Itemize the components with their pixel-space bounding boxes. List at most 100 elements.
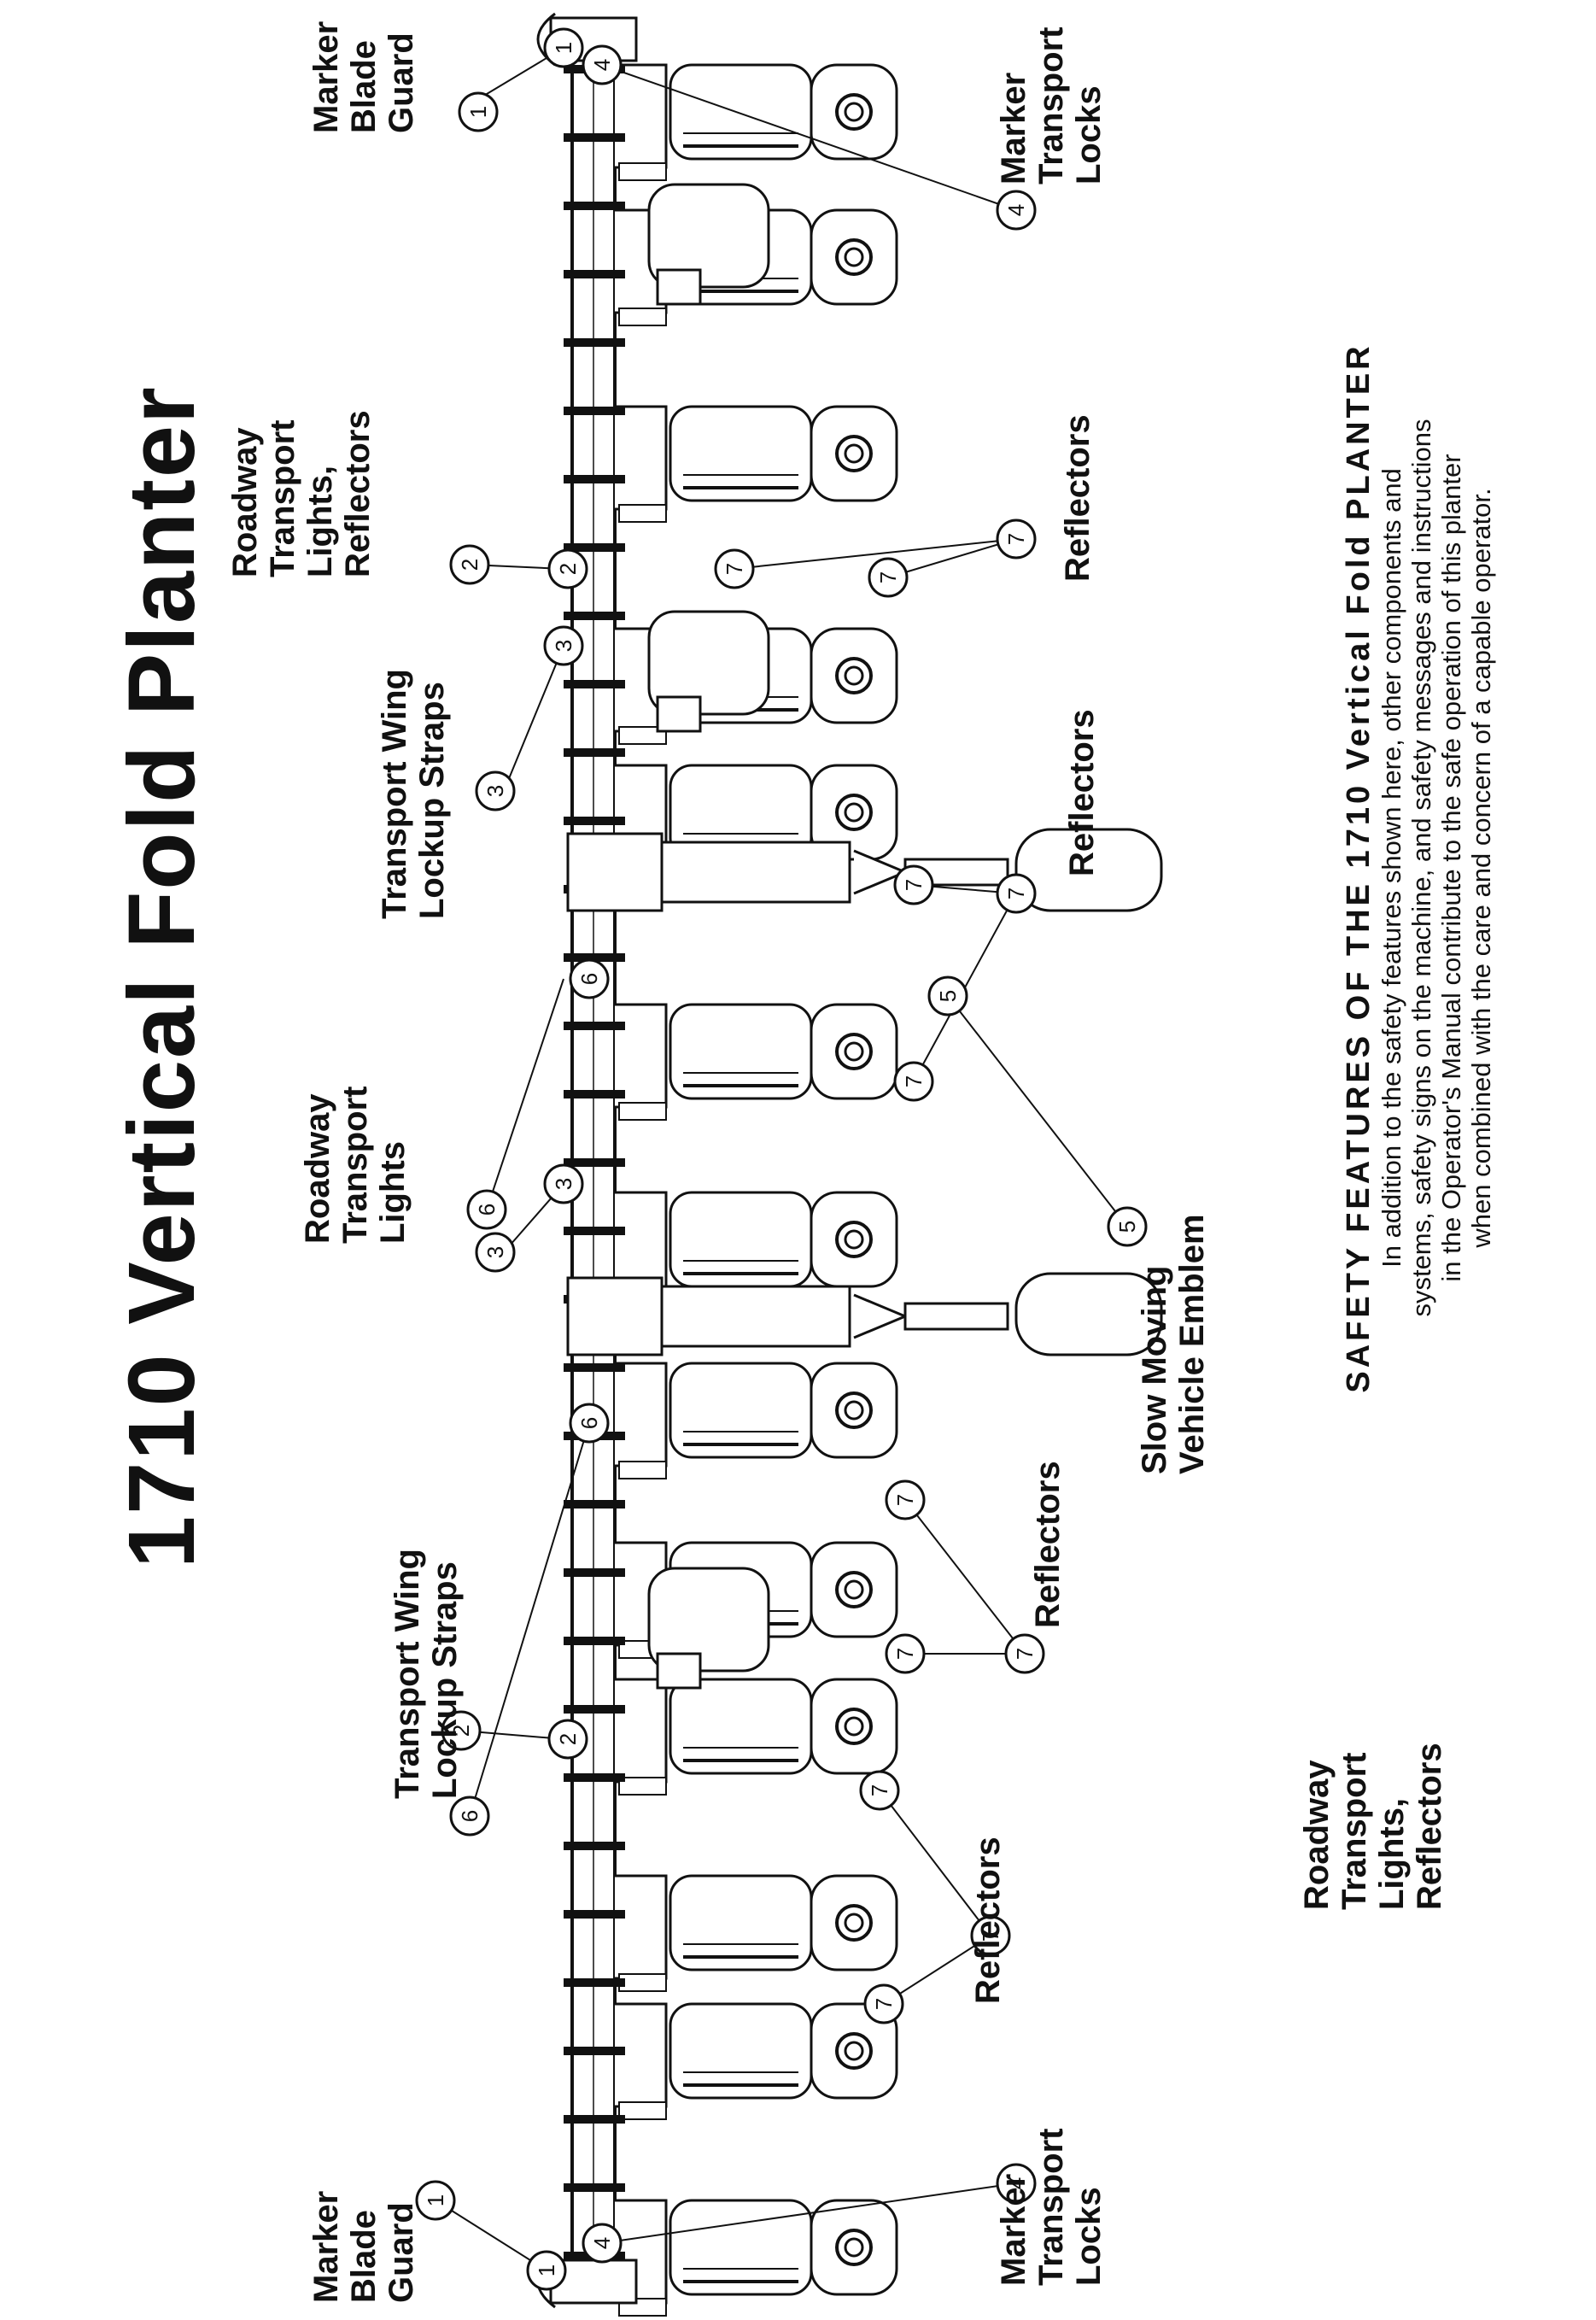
callout-leader	[904, 1499, 1026, 1655]
callout-circle	[458, 91, 499, 132]
beam-clamp	[564, 1363, 625, 1372]
beam-clamp	[564, 2047, 625, 2055]
callout-number: 7	[1012, 1648, 1038, 1660]
callout-number: 4	[1003, 204, 1029, 216]
beam-clamp	[564, 270, 625, 278]
row-unit-clamp	[618, 726, 667, 745]
insecticide-box-meter	[656, 1652, 702, 1690]
beam-clamp	[564, 543, 625, 552]
label-line: Lockup Straps	[426, 1561, 464, 1799]
hopper-lid-knob-inner	[844, 247, 864, 267]
beam-clamp	[564, 475, 625, 483]
callout-number: 6	[576, 973, 602, 985]
hopper-lid-knob-inner	[844, 443, 864, 464]
beam-clamp	[564, 338, 625, 347]
callout-number: 6	[576, 1417, 602, 1429]
beam-clamp	[564, 1500, 625, 1509]
center-arm	[660, 1285, 851, 1348]
callout-leader	[601, 2182, 1017, 2244]
label-reflectors-a: Reflectors	[1059, 414, 1096, 582]
callout-circle	[449, 544, 490, 585]
frame-plate	[566, 1276, 664, 1356]
label-line: Transport	[1336, 1752, 1373, 1910]
beam-clamp	[564, 1842, 625, 1850]
beam-clamp	[564, 202, 625, 210]
callout-number: 3	[482, 785, 508, 797]
beam-clamp	[564, 1158, 625, 1167]
label-transport-wing-lockup-straps-a: Transport Wing Lockup Straps	[376, 669, 451, 919]
hopper-lid-knob-inner	[844, 2041, 864, 2061]
beam-clamp	[564, 680, 625, 688]
callout-circle	[526, 2250, 567, 2291]
hopper-lid-knob-inner	[844, 1579, 864, 1600]
row-unit-bracket	[615, 1678, 668, 1784]
beam-clamp	[564, 1227, 625, 1235]
hopper-lid-knob-inner	[844, 1716, 864, 1737]
callout-leader	[435, 2200, 547, 2271]
beam-clamp	[564, 1568, 625, 1577]
callout-number: 7	[875, 571, 901, 583]
beam-clamp	[564, 612, 625, 620]
callout-circle	[582, 2223, 623, 2264]
label-line: Blade	[345, 40, 383, 133]
callout-number: 5	[935, 990, 961, 1002]
label-line: Lights,	[1373, 1797, 1411, 1910]
callout-number: 1	[465, 106, 491, 118]
callout-leader	[879, 1790, 991, 1936]
callout-circle	[547, 1719, 588, 1760]
row-unit-clamp	[618, 2101, 667, 2120]
callout-number: 1	[423, 2194, 448, 2206]
beam-clamp	[564, 817, 625, 825]
arm-clevis	[853, 1293, 909, 1339]
callout-circle	[927, 975, 968, 1016]
callout-circle	[543, 625, 584, 666]
callout-number: 2	[555, 1733, 581, 1745]
callout-circle	[885, 1633, 926, 1674]
callout-number: 7	[871, 1998, 897, 2010]
label-line: Lights,	[301, 465, 339, 577]
beam-clamp	[564, 953, 625, 962]
label-reflectors-c: Reflectors	[1029, 1461, 1067, 1628]
label-line: Transport Wing	[389, 1549, 426, 1799]
callout-number: 1	[551, 42, 576, 54]
label-line: Guard	[383, 2202, 420, 2303]
label-marker-blade-guard-left: Marker Blade Guard	[307, 21, 420, 133]
callout-circle	[1107, 1206, 1148, 1247]
callout-circle	[582, 44, 623, 85]
label-marker-transport-locks-2: Marker Transport Locks	[995, 2129, 1108, 2286]
safety-heading: SAFETY FEATURES OF THE 1710 Vertical Fol…	[1341, 343, 1377, 1393]
row-unit-bracket	[615, 63, 668, 169]
row-unit-bracket	[615, 1362, 668, 1468]
row-unit-clamp	[618, 162, 667, 181]
label-line: Lockup Straps	[413, 682, 451, 919]
label-line: Roadway	[299, 1093, 336, 1244]
callout-circle	[543, 27, 584, 68]
row-unit-clamp	[618, 1461, 667, 1479]
callout-number: 7	[722, 563, 747, 575]
callout-number: 7	[901, 1075, 927, 1087]
hopper-lid-knob-inner	[844, 665, 864, 686]
callout-circle	[885, 1479, 926, 1520]
callout-circle	[996, 190, 1037, 231]
label-line: Transport	[1032, 2128, 1070, 2286]
callout-circle	[475, 770, 516, 811]
callout-circle	[714, 548, 755, 589]
beam-clamp	[564, 1637, 625, 1645]
callout-circle	[466, 1189, 507, 1230]
beam-clamp	[564, 1022, 625, 1030]
insecticide-box	[647, 1567, 770, 1673]
label-line: Slow Moving	[1136, 1265, 1173, 1474]
callout-leader	[486, 978, 564, 1210]
hopper-lid-knob-inner	[844, 102, 864, 122]
callout-circle	[441, 1710, 482, 1751]
label-line: Reflectors	[1411, 1743, 1448, 1910]
callout-number: 3	[482, 1246, 508, 1258]
hopper-lid-knob-inner	[844, 1041, 864, 1062]
label-reflectors-d: Reflectors	[969, 1837, 1007, 2004]
callout-number: 7	[867, 1784, 892, 1796]
callout-number: 7	[892, 1648, 918, 1660]
beam-clamp	[564, 1090, 625, 1098]
label-line: Marker	[307, 2190, 345, 2303]
safety-line: systems, safety signs on the machine, an…	[1406, 419, 1436, 1317]
